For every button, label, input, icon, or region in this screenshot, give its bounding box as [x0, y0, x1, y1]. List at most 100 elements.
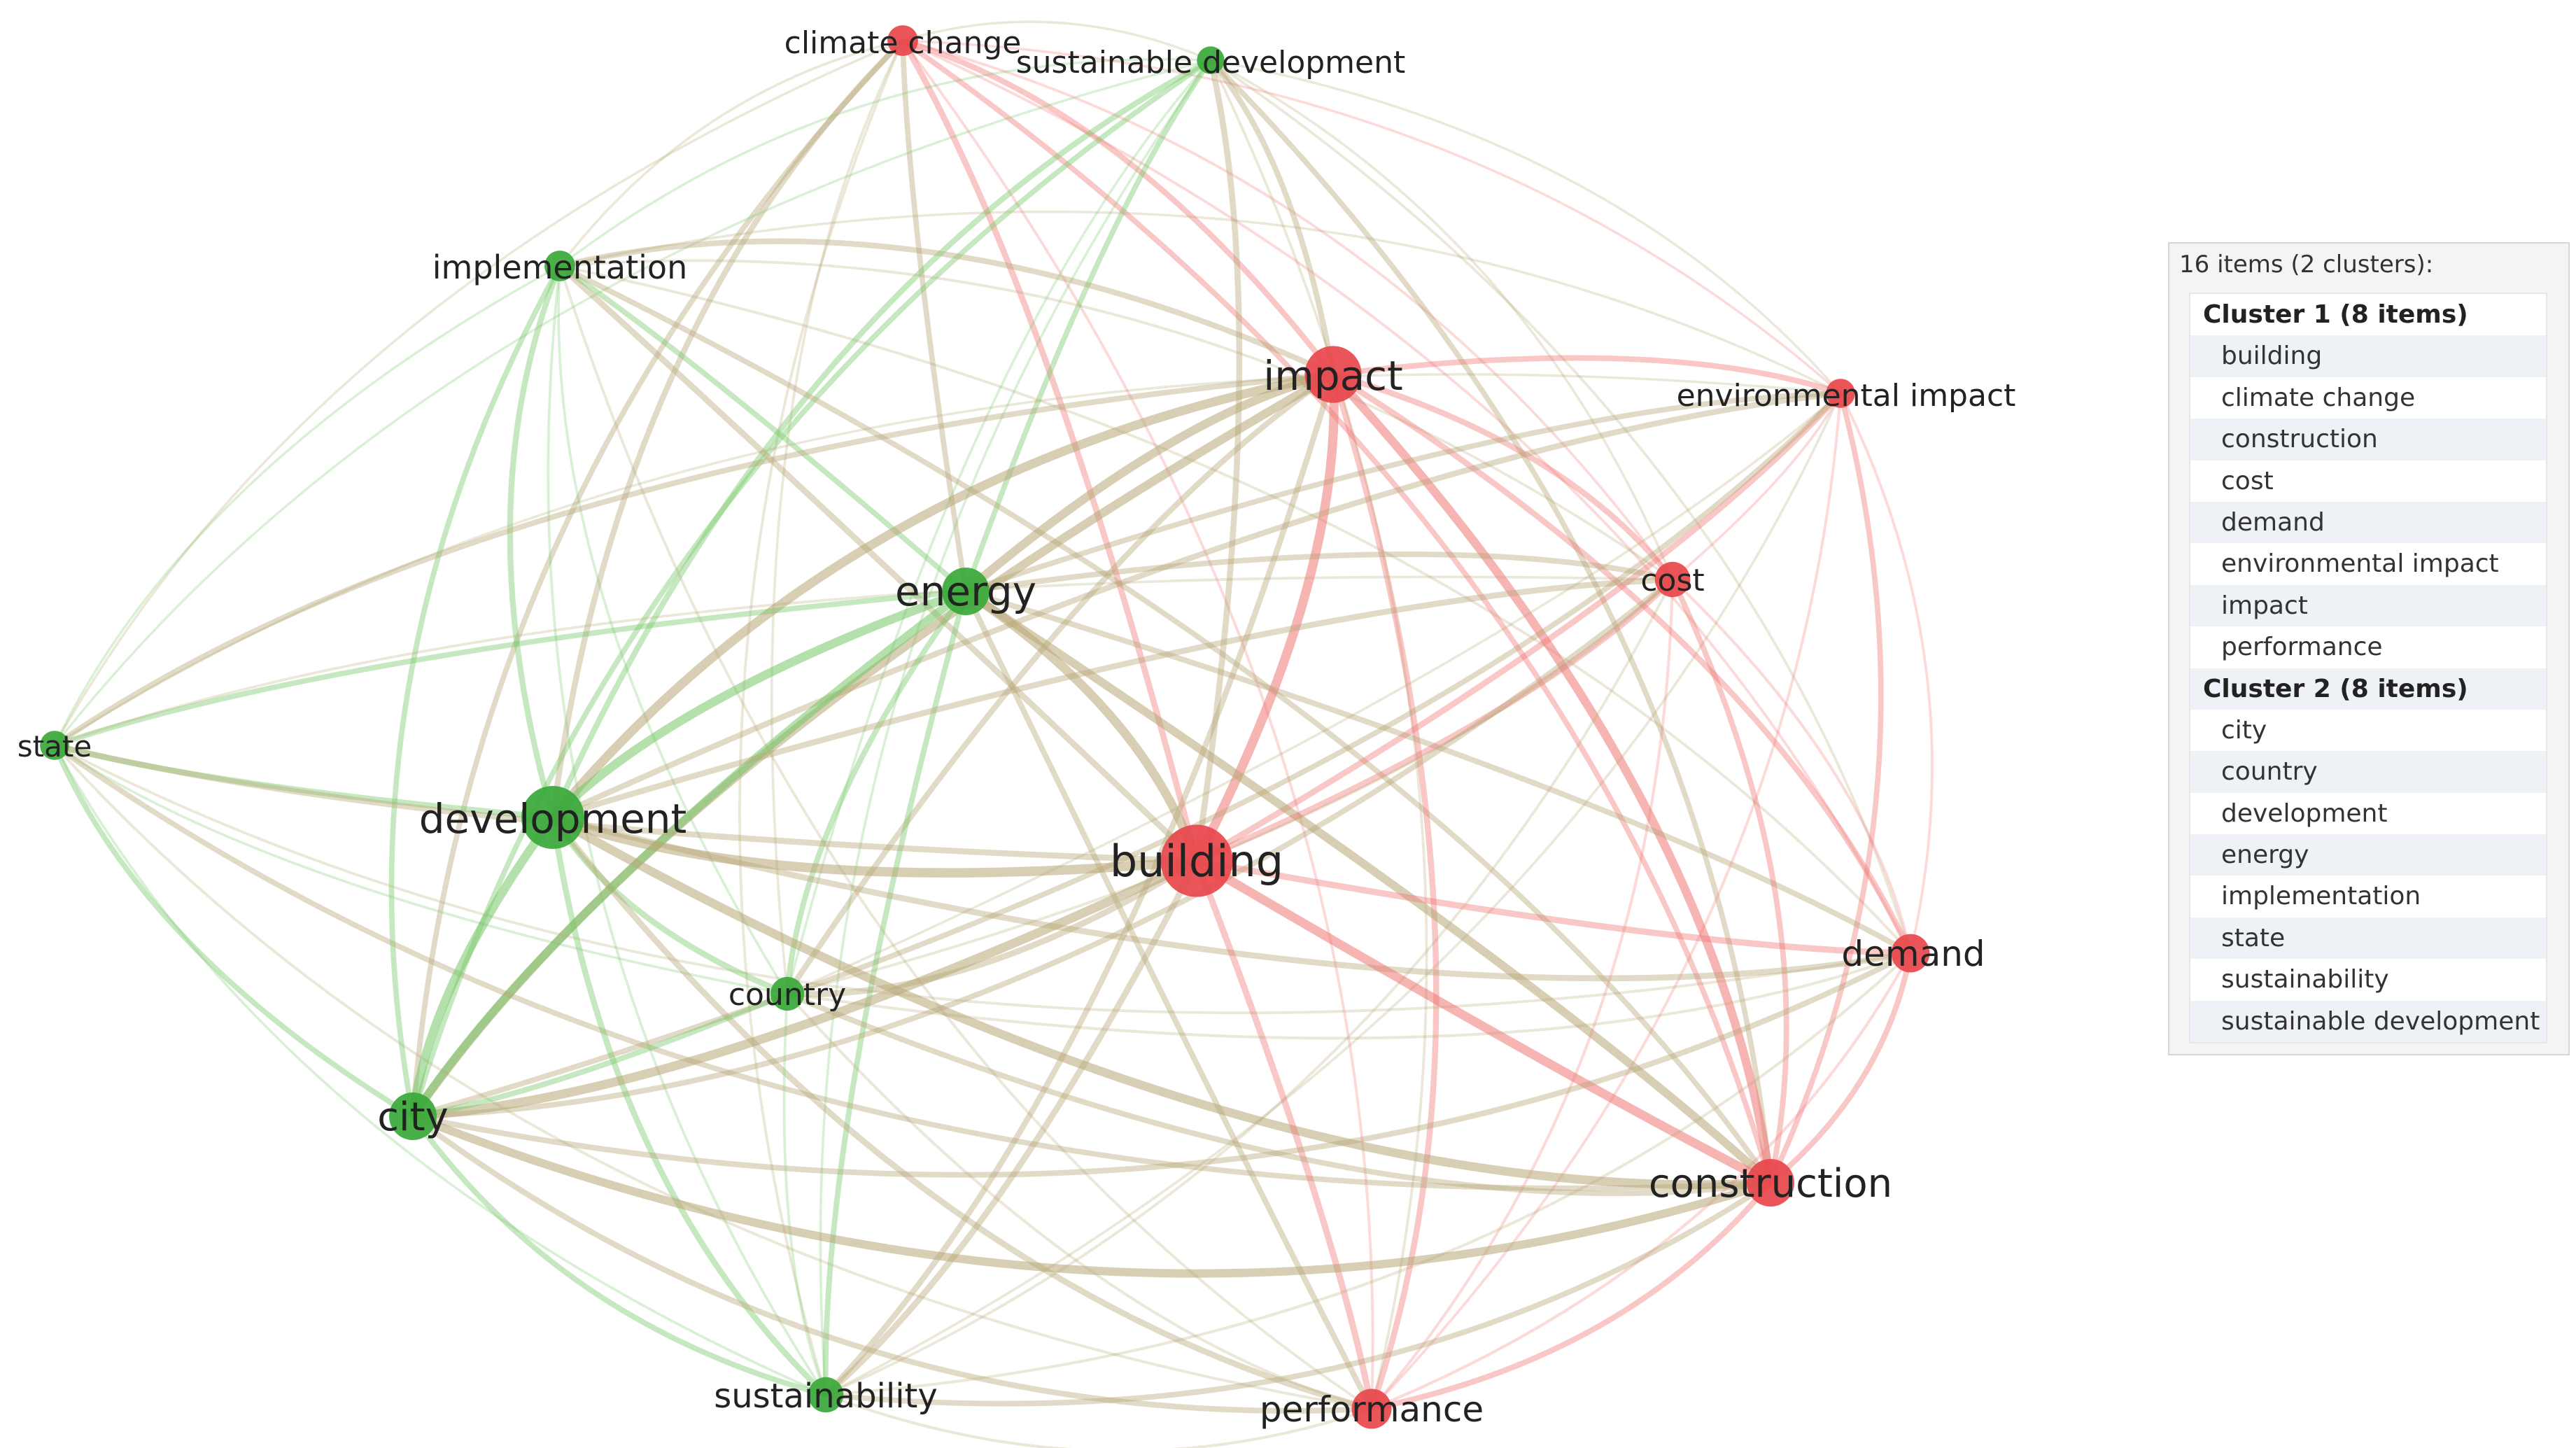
node-environmental-impact[interactable] — [1826, 379, 1855, 408]
link-implementation-performance — [558, 265, 1373, 1410]
cluster-item-climate-change[interactable]: climate change — [2221, 383, 2416, 412]
link-development-sustainability — [549, 817, 828, 1398]
link-climate_change-development — [549, 38, 905, 818]
label-performance: performance — [1260, 1389, 1484, 1430]
cluster-item-performance[interactable]: performance — [2221, 633, 2383, 662]
link-impact-performance — [1330, 373, 1440, 1410]
link-climate_change-sustainability — [738, 40, 904, 1396]
link-environmental_impact-demand — [1839, 393, 1934, 954]
link-climate_change-environmental_impact — [902, 39, 1842, 395]
cluster-item-implementation[interactable]: implementation — [2221, 882, 2421, 911]
link-sustainability-performance — [825, 1393, 1372, 1448]
link-cost-state — [54, 575, 1673, 747]
link-building-demand — [1196, 857, 1911, 957]
link-energy-development — [549, 587, 968, 821]
link-environmental_impact-sustainability — [825, 393, 1842, 1396]
link-environmental_impact-energy — [964, 391, 1841, 594]
link-building-city — [412, 857, 1199, 1121]
cluster-item-country[interactable]: country — [2190, 751, 2546, 793]
link-cost-country — [787, 578, 1674, 995]
link-climate_change-city — [410, 38, 905, 1117]
label-climate-change: climate change — [784, 25, 1022, 61]
link-state-sustainability — [53, 745, 826, 1396]
cluster-item-impact[interactable]: impact — [2190, 584, 2546, 627]
link-state-city — [52, 744, 415, 1119]
link-environmental_impact-state — [54, 373, 1841, 747]
node-development[interactable] — [521, 786, 584, 849]
cluster-item-cost[interactable]: cost — [2221, 466, 2274, 495]
link-climate_change-country — [770, 40, 904, 994]
label-energy: energy — [895, 568, 1036, 615]
node-energy[interactable] — [942, 568, 990, 615]
cluster-item-demand[interactable]: demand — [2190, 501, 2546, 544]
link-implementation-environmental_impact — [559, 210, 1841, 395]
link-construction-performance — [1371, 1181, 1773, 1412]
node-building[interactable] — [1160, 824, 1233, 897]
link-sustainable_development-state — [53, 59, 1211, 747]
link-country-performance — [786, 992, 1372, 1410]
node-performance[interactable] — [1351, 1389, 1392, 1429]
link-climate_change-sustainable_development — [902, 20, 1211, 62]
label-environmental-impact: environmental impact — [1677, 378, 2016, 414]
label-country: country — [729, 977, 846, 1013]
link-energy-performance — [963, 590, 1374, 1410]
label-cost: cost — [1640, 563, 1704, 598]
label-building: building — [1110, 836, 1283, 887]
link-demand-city — [412, 950, 1912, 1178]
link-construction-sustainability — [825, 1180, 1773, 1407]
node-cost[interactable] — [1654, 561, 1691, 598]
link-environmental_impact-performance — [1370, 393, 1842, 1410]
label-development: development — [419, 795, 687, 843]
link-impact-state — [52, 372, 1334, 748]
node-implementation[interactable] — [544, 251, 575, 281]
link-implementation-building — [558, 263, 1199, 864]
link-cost-sustainability — [825, 579, 1674, 1396]
network-links — [52, 20, 1934, 1448]
link-climate_change-state — [53, 39, 903, 746]
link-demand-performance — [1371, 952, 1912, 1410]
link-sustainable_development-construction — [1209, 58, 1773, 1183]
node-sustainability[interactable] — [808, 1377, 844, 1413]
link-climate_change-cost — [902, 39, 1674, 581]
link-impact-demand — [1331, 372, 1913, 955]
link-sustainable_development-performance — [1209, 59, 1428, 1410]
node-sustainable-development[interactable] — [1197, 46, 1225, 74]
link-building-construction — [1194, 857, 1773, 1187]
link-sustainable_development-energy — [963, 58, 1213, 593]
node-impact[interactable] — [1304, 346, 1362, 403]
link-cost-construction — [1670, 578, 1789, 1183]
network-nodes — [40, 25, 1930, 1429]
cluster-item-sustainable-development[interactable]: sustainable development — [2190, 1000, 2546, 1043]
cluster-header-2[interactable]: Cluster 2 (8 items) — [2190, 668, 2546, 710]
cluster-item-energy[interactable]: energy — [2190, 834, 2546, 876]
cluster-item-environmental-impact[interactable]: environmental impact — [2221, 549, 2499, 579]
cluster-item-state[interactable]: state — [2190, 917, 2546, 960]
cluster-panel: 16 items (2 clusters): Cluster 1 (8 item… — [2168, 242, 2570, 1055]
cluster-list[interactable]: Cluster 1 (8 items) building climate chang… — [2189, 293, 2547, 1044]
node-city[interactable] — [389, 1092, 437, 1140]
node-construction[interactable] — [1747, 1159, 1794, 1207]
link-implementation-city — [388, 265, 563, 1117]
cluster-item-construction[interactable]: construction — [2190, 419, 2546, 461]
cluster-item-city[interactable]: city — [2221, 715, 2267, 745]
link-state-performance — [53, 744, 1372, 1410]
cluster-item-sustainability[interactable]: sustainability — [2221, 965, 2389, 994]
link-energy-state — [53, 589, 966, 748]
cluster-item-development[interactable]: development — [2221, 799, 2388, 828]
link-implementation-country — [557, 265, 789, 994]
node-state[interactable] — [40, 731, 69, 760]
link-development-demand — [551, 814, 1911, 982]
link-sustainable_development-implementation — [558, 57, 1211, 267]
node-country[interactable] — [770, 976, 805, 1011]
link-cost-demand — [1671, 578, 1913, 954]
cluster-item-building[interactable]: building — [2190, 335, 2546, 377]
node-climate-change[interactable] — [887, 25, 918, 56]
link-sustainable_development-impact — [1208, 58, 1336, 375]
link-building-performance — [1193, 859, 1375, 1410]
link-impact-cost — [1332, 372, 1675, 582]
node-demand[interactable] — [1891, 934, 1930, 973]
cluster-header-1[interactable]: Cluster 1 (8 items) — [2203, 300, 2468, 329]
link-impact-sustainability — [823, 373, 1336, 1397]
link-sustainable_development-development — [550, 57, 1212, 819]
